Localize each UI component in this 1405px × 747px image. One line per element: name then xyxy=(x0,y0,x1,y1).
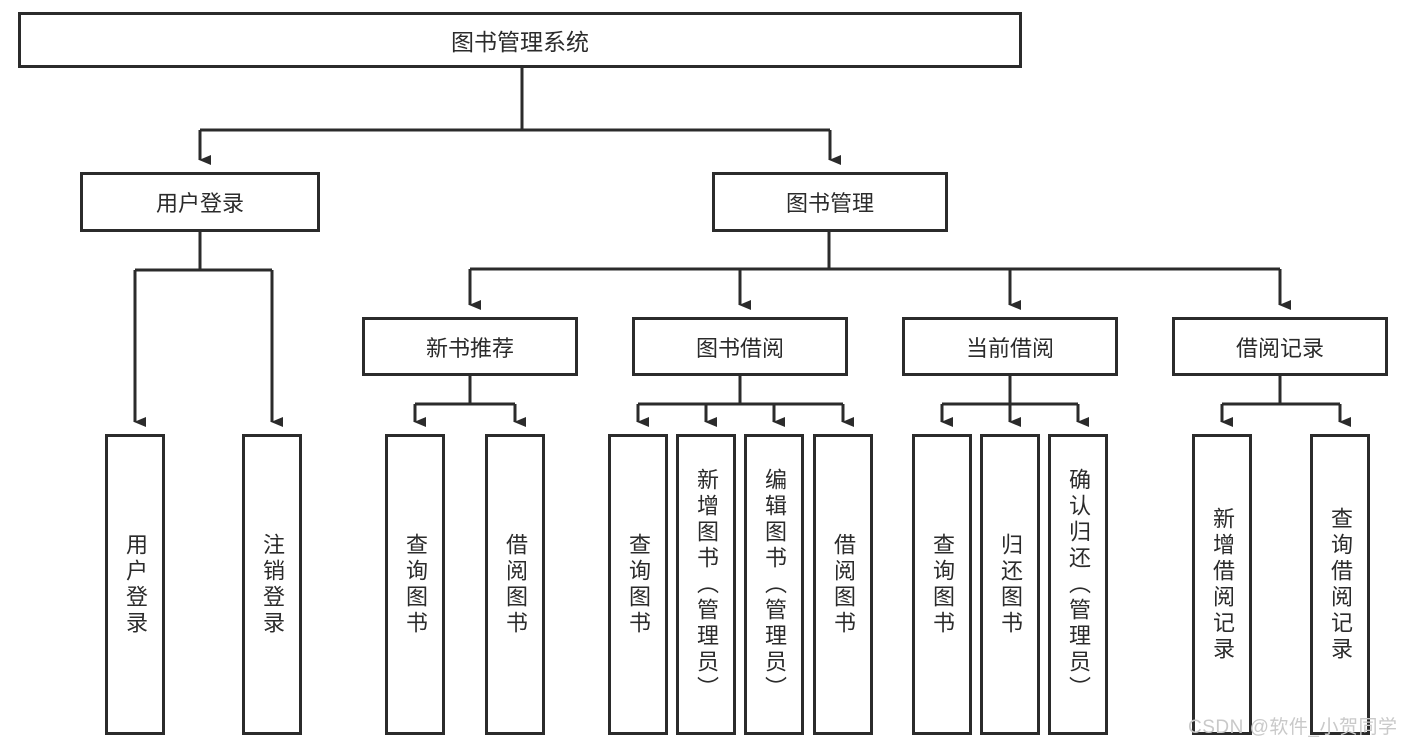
leaf-query-book-3[interactable]: 查询图书 xyxy=(912,434,972,735)
leaf-query-record-label: 查询借阅记录 xyxy=(1328,506,1353,663)
leaf-query-book-1-label: 查询图书 xyxy=(403,532,428,637)
leaf-confirm-return[interactable]: 确认归还（管理员） xyxy=(1048,434,1108,735)
leaf-user-login-label: 用户登录 xyxy=(123,532,148,637)
node-current-borrow-label: 当前借阅 xyxy=(965,335,1054,361)
node-borrow-record-label: 借阅记录 xyxy=(1235,335,1324,361)
node-new-book-recommend-label: 新书推荐 xyxy=(425,335,514,361)
leaf-user-logout-label: 注销登录 xyxy=(260,532,285,637)
leaf-add-book[interactable]: 新增图书（管理员） xyxy=(676,434,736,735)
node-current-borrow[interactable]: 当前借阅 xyxy=(902,317,1118,376)
leaf-return-book-label: 归还图书 xyxy=(998,532,1023,637)
node-user-login-label: 用户登录 xyxy=(155,191,244,216)
node-book-borrow[interactable]: 图书借阅 xyxy=(632,317,848,376)
node-root[interactable]: 图书管理系统 xyxy=(18,12,1022,68)
node-root-label: 图书管理系统 xyxy=(451,29,589,55)
leaf-query-book-3-label: 查询图书 xyxy=(930,532,955,637)
node-new-book-recommend[interactable]: 新书推荐 xyxy=(362,317,578,376)
node-user-login[interactable]: 用户登录 xyxy=(80,172,320,232)
leaf-add-book-label: 新增图书（管理员） xyxy=(694,467,719,702)
leaf-borrow-book-2[interactable]: 借阅图书 xyxy=(813,434,873,735)
node-book-manage[interactable]: 图书管理 xyxy=(712,172,948,232)
leaf-add-record-label: 新增借阅记录 xyxy=(1210,506,1235,663)
leaf-edit-book[interactable]: 编辑图书（管理员） xyxy=(744,434,804,735)
leaf-user-login[interactable]: 用户登录 xyxy=(105,434,165,735)
leaf-borrow-book-1-label: 借阅图书 xyxy=(503,532,528,637)
leaf-query-book-2[interactable]: 查询图书 xyxy=(608,434,668,735)
leaf-return-book[interactable]: 归还图书 xyxy=(980,434,1040,735)
leaf-add-record[interactable]: 新增借阅记录 xyxy=(1192,434,1252,735)
node-borrow-record[interactable]: 借阅记录 xyxy=(1172,317,1388,376)
leaf-query-record[interactable]: 查询借阅记录 xyxy=(1310,434,1370,735)
node-book-borrow-label: 图书借阅 xyxy=(695,335,784,361)
csdn-watermark: CSDN @软件_小贺同学 xyxy=(1188,717,1398,738)
leaf-user-logout[interactable]: 注销登录 xyxy=(242,434,302,735)
leaf-query-book-1[interactable]: 查询图书 xyxy=(385,434,445,735)
leaf-borrow-book-2-label: 借阅图书 xyxy=(831,532,856,637)
leaf-confirm-return-label: 确认归还（管理员） xyxy=(1066,467,1091,702)
node-book-manage-label: 图书管理 xyxy=(785,191,874,216)
leaf-query-book-2-label: 查询图书 xyxy=(626,532,651,637)
leaf-edit-book-label: 编辑图书（管理员） xyxy=(762,467,787,702)
leaf-borrow-book-1[interactable]: 借阅图书 xyxy=(485,434,545,735)
